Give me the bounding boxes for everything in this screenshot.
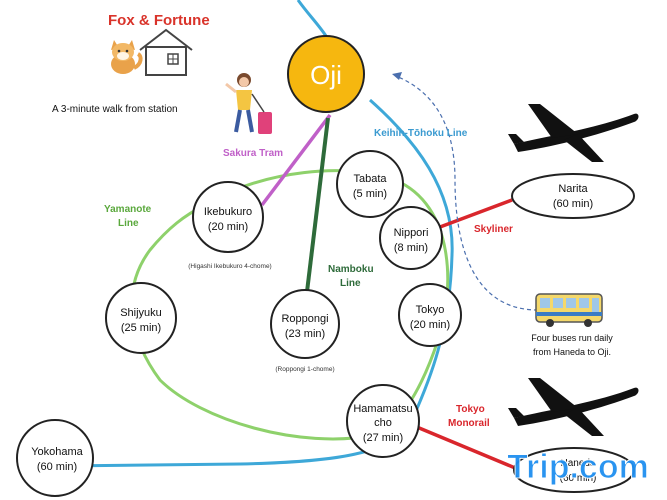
namboku-label-1: Namboku <box>328 264 374 275</box>
airplane-icon <box>508 378 639 436</box>
sakura-tram-label: Sakura Tram <box>223 148 283 159</box>
station-name-line1: Hamamatsu <box>353 403 412 415</box>
station-yokohama: Yokohama (60 min) <box>16 419 94 497</box>
skyliner-label: Skyliner <box>474 224 513 235</box>
station-nippori: Nippori (8 min) <box>379 206 443 270</box>
station-subtitle: (Higashi Ikebukuro 4-chome) <box>188 263 271 270</box>
station-name: Yokohama <box>31 446 83 458</box>
station-name: Haneda <box>560 458 595 469</box>
namboku-label-2: Line <box>340 278 361 289</box>
station-time: (60 min) <box>553 198 593 210</box>
bus-note-line1: Four buses run daily <box>531 333 613 343</box>
station-time: (20 min) <box>208 221 248 233</box>
station-time: (60 min) <box>37 461 77 473</box>
keihin-tohoku-label: Keihin-Tōhoku Line <box>374 128 468 139</box>
oji-hub-circle <box>287 35 365 113</box>
bus-icon <box>535 293 603 327</box>
station-time: (8 min) <box>394 242 428 254</box>
station-name: Tabata <box>353 173 387 185</box>
tokyo-monorail-label-1: Tokyo <box>456 404 485 415</box>
station-time: (23 min) <box>285 328 325 340</box>
airplane-icon <box>508 104 639 162</box>
walk-note: A 3-minute walk from station <box>52 104 178 115</box>
station-narita: Narita (60 min) <box>511 173 635 219</box>
tokyo-monorail-line <box>411 423 521 472</box>
station-name: Nippori <box>394 227 429 239</box>
station-name: Roppongi <box>281 313 328 325</box>
station-name: Narita <box>558 183 588 195</box>
station-tabata: Tabata (5 min) <box>336 150 404 218</box>
station-time: (20 min) <box>410 319 450 331</box>
keihin-tohoku-line <box>59 0 454 468</box>
station-hamamatsucho: Hamamatsu cho (27 min) <box>346 384 420 458</box>
bus-route-arrowhead <box>392 72 402 80</box>
traveler-icon <box>225 73 272 134</box>
fox-icon <box>111 40 143 74</box>
house-icon <box>139 28 193 76</box>
namboku-line <box>304 117 330 301</box>
bus-note-line2: from Haneda to Oji. <box>533 347 611 357</box>
watermark: Trip.com <box>507 448 649 486</box>
title: Fox & Fortune <box>108 12 210 29</box>
station-roppongi: Roppongi (23 min) (Roppongi 1-chome) <box>270 289 340 373</box>
station-time: (27 min) <box>363 432 403 444</box>
skyliner-line <box>431 198 513 232</box>
station-name: Tokyo <box>416 304 445 316</box>
station-ikebukuro: Ikebukuro (20 min) (Higashi Ikebukuro 4-… <box>188 181 272 270</box>
tokyo-monorail-label-2: Monorail <box>448 418 490 429</box>
station-time: (5 min) <box>353 188 387 200</box>
oji-hub-label: Oji <box>310 60 342 90</box>
station-name-line2: cho <box>374 417 392 429</box>
station-shinjuku: Shijyuku (25 min) <box>105 282 177 354</box>
station-name: Shijyuku <box>120 307 162 319</box>
station-subtitle: (Roppongi 1-chome) <box>275 366 334 373</box>
station-time: (25 min) <box>121 322 161 334</box>
sakura-tram-line <box>260 113 332 207</box>
station-tokyo: Tokyo (20 min) <box>398 283 462 347</box>
yamanote-label-1: Yamanote <box>104 204 152 215</box>
yamanote-label-2: Line <box>118 218 139 229</box>
station-haneda: Haneda (60 min) <box>513 447 635 493</box>
station-time: (60 min) <box>560 473 597 484</box>
station-name: Ikebukuro <box>204 206 252 218</box>
